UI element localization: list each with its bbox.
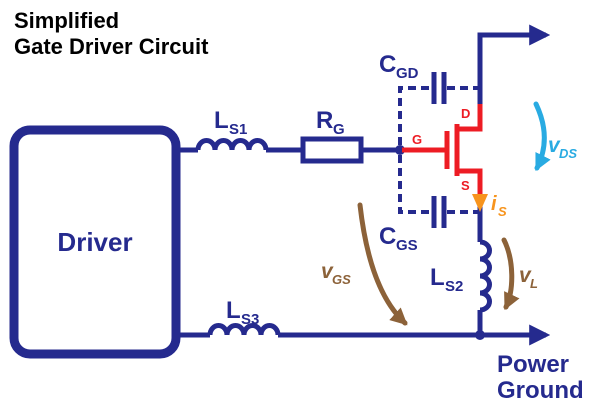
ls2-subscript: S2 xyxy=(445,278,463,295)
inductor-ls3 xyxy=(207,323,281,336)
cgd-dashed-wire-left xyxy=(398,86,431,145)
vds-label: v xyxy=(548,134,561,157)
cgd-label: C xyxy=(379,51,396,78)
driver-block: Driver xyxy=(9,125,181,359)
cgs-label: C xyxy=(379,223,396,250)
vl-subscript: L xyxy=(530,276,538,291)
ls1-subscript: S1 xyxy=(229,121,247,138)
ls3-label: L xyxy=(226,297,241,324)
vds-arrow-icon xyxy=(533,101,551,172)
title-line1: Simplified xyxy=(14,8,119,33)
power-ground-label: Power Ground xyxy=(497,351,584,404)
component-labels: L S1 R G C GD C GS L S2 L S3 xyxy=(214,51,463,328)
is-subscript: S xyxy=(498,204,507,219)
drain-output-wire xyxy=(477,24,551,104)
mosfet-gate-label: G xyxy=(412,132,422,147)
cgs-subscript: GS xyxy=(396,237,418,254)
inductor-ls1 xyxy=(195,138,269,151)
mosfet-drain-label: D xyxy=(461,106,470,121)
rg-subscript: G xyxy=(333,121,345,138)
ground-branch xyxy=(176,323,551,346)
voltage-vds: v DS xyxy=(533,101,577,172)
mosfet-source-label: S xyxy=(461,178,470,193)
mosfet-source-lead xyxy=(457,168,483,198)
vgs-arrow-icon xyxy=(357,202,408,326)
is-arrow-icon xyxy=(472,194,488,212)
ground-node xyxy=(475,330,485,340)
vl-label: v xyxy=(519,264,532,287)
vds-subscript: DS xyxy=(559,146,577,161)
current-is: i S xyxy=(472,193,507,219)
mosfet-symbol: G D S xyxy=(402,104,483,198)
mosfet-drain-lead xyxy=(457,104,483,132)
capacitor-cgd xyxy=(398,72,480,145)
driver-box xyxy=(9,125,181,359)
source-branch xyxy=(477,198,492,335)
vgs-label: v xyxy=(321,260,334,283)
title-line2: Gate Driver Circuit xyxy=(14,34,209,59)
capacitor-cgs xyxy=(398,155,480,228)
diagram-title: Simplified Gate Driver Circuit xyxy=(14,8,209,59)
voltage-vgs: v GS xyxy=(321,202,408,326)
vgs-subscript: GS xyxy=(332,272,351,287)
resistor-rg xyxy=(300,136,364,164)
ground-line1: Power xyxy=(497,351,569,378)
ls2-label: L xyxy=(430,264,445,291)
inductor-ls2 xyxy=(479,239,492,313)
cgd-subscript: GD xyxy=(396,65,419,82)
is-label: i xyxy=(491,193,497,215)
voltage-vl: v L xyxy=(501,237,538,311)
cgs-dashed-wire-left xyxy=(398,155,431,214)
driver-label: Driver xyxy=(57,227,132,257)
gate-branch xyxy=(176,136,405,164)
ground-line2: Ground xyxy=(497,377,584,404)
rg-label: R xyxy=(316,107,333,134)
ls1-label: L xyxy=(214,107,229,134)
vl-arrow-icon xyxy=(501,237,520,311)
